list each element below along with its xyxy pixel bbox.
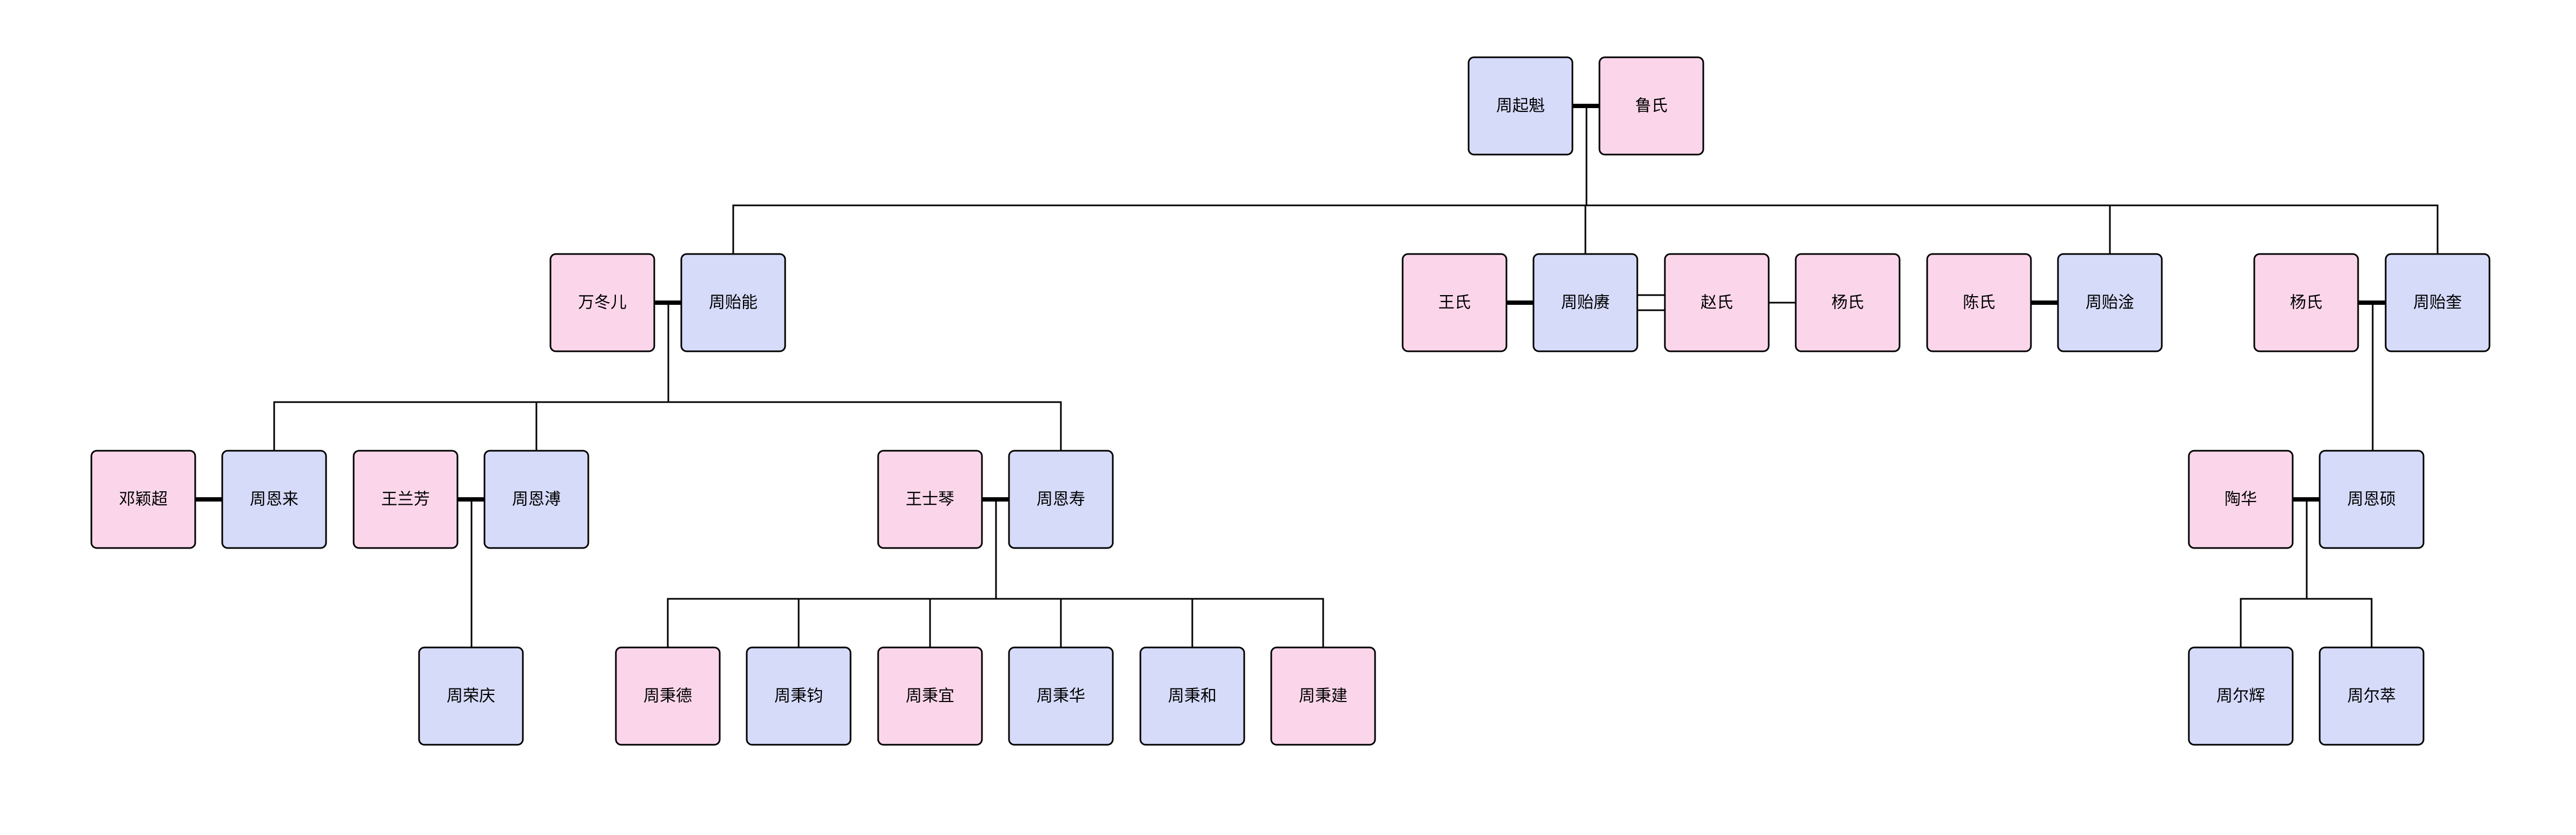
- person-box: [221, 450, 327, 549]
- person-box: [680, 253, 786, 352]
- person-node: 周秉宜: [877, 646, 983, 746]
- person-box: [1270, 646, 1376, 746]
- person-box: [877, 646, 983, 746]
- person-name: 周恩溥: [512, 490, 561, 509]
- person-node: 周起魁: [1468, 56, 1574, 156]
- person-node: 周贻奎: [2385, 253, 2491, 352]
- person-name: 杨氏: [1831, 293, 1864, 312]
- person-node: 王士琴: [877, 450, 983, 549]
- person-node: 周恩来: [221, 450, 327, 549]
- person-name: 杨氏: [2290, 293, 2322, 312]
- person-name: 万冬儿: [578, 293, 627, 312]
- person-box: [2385, 253, 2491, 352]
- person-name: 王兰芳: [381, 490, 430, 509]
- person-box: [483, 450, 589, 549]
- person-name: 赵氏: [1701, 293, 1733, 312]
- person-nodes: 周起魁鲁氏万冬儿周贻能王氏周贻赓赵氏杨氏陈氏周贻淦杨氏周贻奎邓颖超周恩来王兰芳周…: [90, 56, 2491, 746]
- person-name: 周秉德: [643, 687, 692, 706]
- person-node: 周恩溥: [483, 450, 589, 549]
- person-name: 周秉和: [1168, 687, 1217, 706]
- person-name: 鲁氏: [1635, 97, 1668, 116]
- person-box: [1532, 253, 1638, 352]
- person-node: 周贻赓: [1532, 253, 1638, 352]
- person-node: 周恩硕: [2319, 450, 2425, 549]
- person-name: 周秉宜: [906, 687, 954, 706]
- person-name: 周尔辉: [2216, 687, 2265, 706]
- person-box: [1664, 253, 1770, 352]
- person-box: [353, 450, 459, 549]
- person-node: 周尔萃: [2319, 646, 2425, 746]
- person-box: [1926, 253, 2032, 352]
- person-name: 周恩硕: [2347, 490, 2396, 509]
- person-name: 周贻赓: [1561, 293, 1610, 312]
- person-box: [2253, 253, 2359, 352]
- person-node: 陶华: [2188, 450, 2294, 549]
- person-box: [1139, 646, 1245, 746]
- person-box: [2319, 646, 2425, 746]
- person-name: 王氏: [1438, 293, 1471, 312]
- person-node: 周恩寿: [1008, 450, 1114, 549]
- person-node: 王兰芳: [353, 450, 459, 549]
- person-box: [2057, 253, 2163, 352]
- person-name: 周秉建: [1299, 687, 1347, 706]
- person-name: 周恩来: [250, 490, 298, 509]
- person-box: [1402, 253, 1508, 352]
- person-node: 周贻能: [680, 253, 786, 352]
- person-box: [615, 646, 721, 746]
- person-name: 周秉钧: [774, 687, 823, 706]
- person-box: [746, 646, 852, 746]
- person-box: [1008, 646, 1114, 746]
- person-node: 万冬儿: [549, 253, 655, 352]
- person-box: [1795, 253, 1901, 352]
- person-node: 杨氏: [1795, 253, 1901, 352]
- person-name: 周起魁: [1496, 97, 1545, 116]
- person-node: 杨氏: [2253, 253, 2359, 352]
- person-box: [877, 450, 983, 549]
- person-node: 陈氏: [1926, 253, 2032, 352]
- person-box: [90, 450, 196, 549]
- person-name: 邓颖超: [119, 490, 168, 509]
- person-node: 周尔辉: [2188, 646, 2294, 746]
- person-name: 王士琴: [906, 490, 954, 509]
- person-box: [1468, 56, 1574, 156]
- person-name: 周贻奎: [2413, 293, 2462, 312]
- person-name: 陈氏: [1963, 293, 1995, 312]
- person-node: 周秉德: [615, 646, 721, 746]
- person-name: 周贻能: [709, 293, 758, 312]
- person-node: 邓颖超: [90, 450, 196, 549]
- person-node: 周贻淦: [2057, 253, 2163, 352]
- person-node: 鲁氏: [1598, 56, 1704, 156]
- person-box: [418, 646, 524, 746]
- person-box: [2188, 646, 2294, 746]
- person-box: [1598, 56, 1704, 156]
- person-node: 周秉钧: [746, 646, 852, 746]
- person-node: 周秉华: [1008, 646, 1114, 746]
- person-name: 陶华: [2225, 490, 2257, 509]
- person-box: [549, 253, 655, 352]
- person-box: [1008, 450, 1114, 549]
- person-node: 周荣庆: [418, 646, 524, 746]
- person-box: [2188, 450, 2294, 549]
- person-name: 周荣庆: [447, 687, 495, 706]
- person-name: 周恩寿: [1037, 490, 1085, 509]
- person-name: 周尔萃: [2347, 687, 2396, 706]
- person-node: 赵氏: [1664, 253, 1770, 352]
- person-node: 周秉建: [1270, 646, 1376, 746]
- person-name: 周秉华: [1037, 687, 1085, 706]
- person-node: 周秉和: [1139, 646, 1245, 746]
- person-node: 王氏: [1402, 253, 1508, 352]
- person-name: 周贻淦: [2086, 293, 2134, 312]
- person-box: [2319, 450, 2425, 549]
- connector-lines: [193, 104, 2439, 649]
